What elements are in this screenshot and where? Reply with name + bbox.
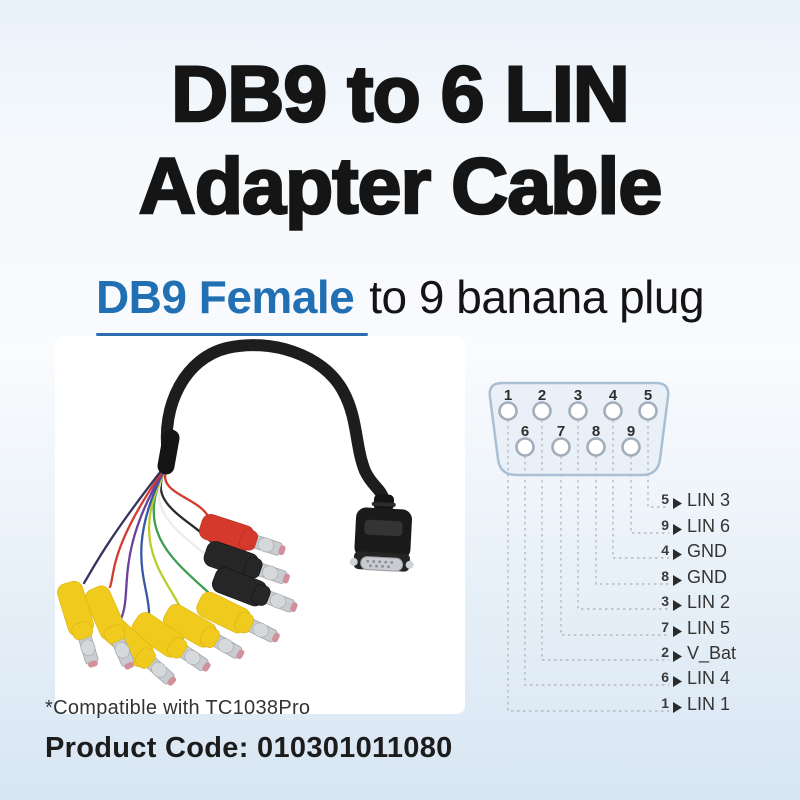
mapping-row: 8 GND <box>661 567 727 587</box>
pin-8 <box>586 437 606 457</box>
mapping-row: 6 LIN 4 <box>661 668 730 688</box>
signal-label: LIN 4 <box>687 668 730 688</box>
signal-label: LIN 1 <box>687 694 730 714</box>
yellow-banana-plug <box>84 585 135 670</box>
cable-sheath <box>157 429 180 475</box>
db9-pins-top-row: 1 2 3 4 5 <box>498 387 658 421</box>
cable-illustration <box>55 336 465 714</box>
signal-labels: 5 LIN 3 9 LIN 6 4 GND 8 GND 3 <box>661 490 736 714</box>
signal-label: LIN 2 <box>687 592 730 612</box>
arrow-icon <box>673 651 682 662</box>
db9-pins-bottom-row: 6 7 8 9 <box>515 423 641 457</box>
arrow-icon <box>673 600 682 611</box>
arrow-icon <box>673 702 682 713</box>
pin-9-number: 9 <box>627 423 635 440</box>
map-pin-number: 3 <box>661 593 669 609</box>
black-banana-plug <box>212 567 298 613</box>
map-pin-number: 9 <box>661 517 669 533</box>
arrow-icon <box>673 498 682 509</box>
arrow-icon <box>673 575 682 586</box>
cable <box>160 339 391 510</box>
pin-traces <box>507 420 669 712</box>
map-pin-number: 1 <box>661 695 669 711</box>
pin-2-number: 2 <box>538 387 546 404</box>
subtitle-rest: to 9 banana plug <box>369 271 705 323</box>
pin-6-number: 6 <box>521 423 529 440</box>
pin-1 <box>498 401 518 421</box>
title-line-2: Adapter Cable <box>137 140 663 232</box>
signal-label: GND <box>687 541 727 561</box>
signal-label: LIN 6 <box>687 516 730 536</box>
mapping-row: 9 LIN 6 <box>661 516 730 536</box>
pin-3 <box>568 401 588 421</box>
product-code: Product Code: 010301011080 <box>45 732 453 764</box>
yellow-banana-plug <box>196 591 280 643</box>
mapping-row: 5 LIN 3 <box>661 490 730 510</box>
map-pin-number: 8 <box>661 568 669 584</box>
pin-2 <box>532 401 552 421</box>
signal-label: LIN 3 <box>687 490 730 510</box>
mapping-row: 2 V_Bat <box>661 643 736 664</box>
pin-8-number: 8 <box>592 423 600 440</box>
pin-7 <box>551 437 571 457</box>
subtitle-highlight: DB9 Female <box>95 272 369 336</box>
db9-pinout-diagram: 1 2 3 4 5 6 7 8 9 5 LIN 3 9 <box>488 381 736 714</box>
pin-4-number: 4 <box>609 387 618 404</box>
pin-1-number: 1 <box>504 387 512 404</box>
pin-4 <box>603 401 623 421</box>
signal-label: V_Bat <box>687 643 736 664</box>
arrow-icon <box>673 626 682 637</box>
subtitle: DB9 Female to 9 banana plug <box>0 271 800 336</box>
mapping-row: 1 LIN 1 <box>661 694 730 714</box>
pin-6 <box>515 437 535 457</box>
compatibility-note: *Compatible with TC1038Pro <box>45 697 311 719</box>
map-pin-number: 4 <box>661 542 669 558</box>
mapping-row: 7 LIN 5 <box>661 618 730 638</box>
map-pin-number: 7 <box>661 619 669 635</box>
product-photo <box>55 336 465 716</box>
map-pin-number: 2 <box>661 644 669 660</box>
map-pin-number: 6 <box>661 669 669 685</box>
mapping-row: 4 GND <box>661 541 727 561</box>
arrow-icon <box>673 549 682 560</box>
yellow-banana-plug <box>162 603 245 660</box>
page-title: DB9 to 6 LIN Adapter Cable <box>0 48 800 233</box>
map-pin-number: 5 <box>661 491 669 507</box>
mapping-row: 3 LIN 2 <box>661 592 730 612</box>
arrow-icon <box>673 676 682 687</box>
pin-7-number: 7 <box>557 423 565 440</box>
black-banana-plug <box>203 541 290 584</box>
arrow-icon <box>673 524 682 535</box>
subtitle-underline <box>95 332 369 336</box>
pin-9 <box>621 437 641 457</box>
pin-5 <box>638 401 658 421</box>
db9-connector <box>349 494 414 572</box>
yellow-banana-plug <box>57 580 99 668</box>
title-line-1: DB9 to 6 LIN <box>170 48 631 140</box>
signal-label: LIN 5 <box>687 618 730 638</box>
yellow-banana-plug <box>131 612 211 672</box>
signal-label: GND <box>687 567 727 587</box>
banana-plugs <box>57 514 298 686</box>
pin-3-number: 3 <box>574 387 582 404</box>
pin-5-number: 5 <box>644 387 652 404</box>
